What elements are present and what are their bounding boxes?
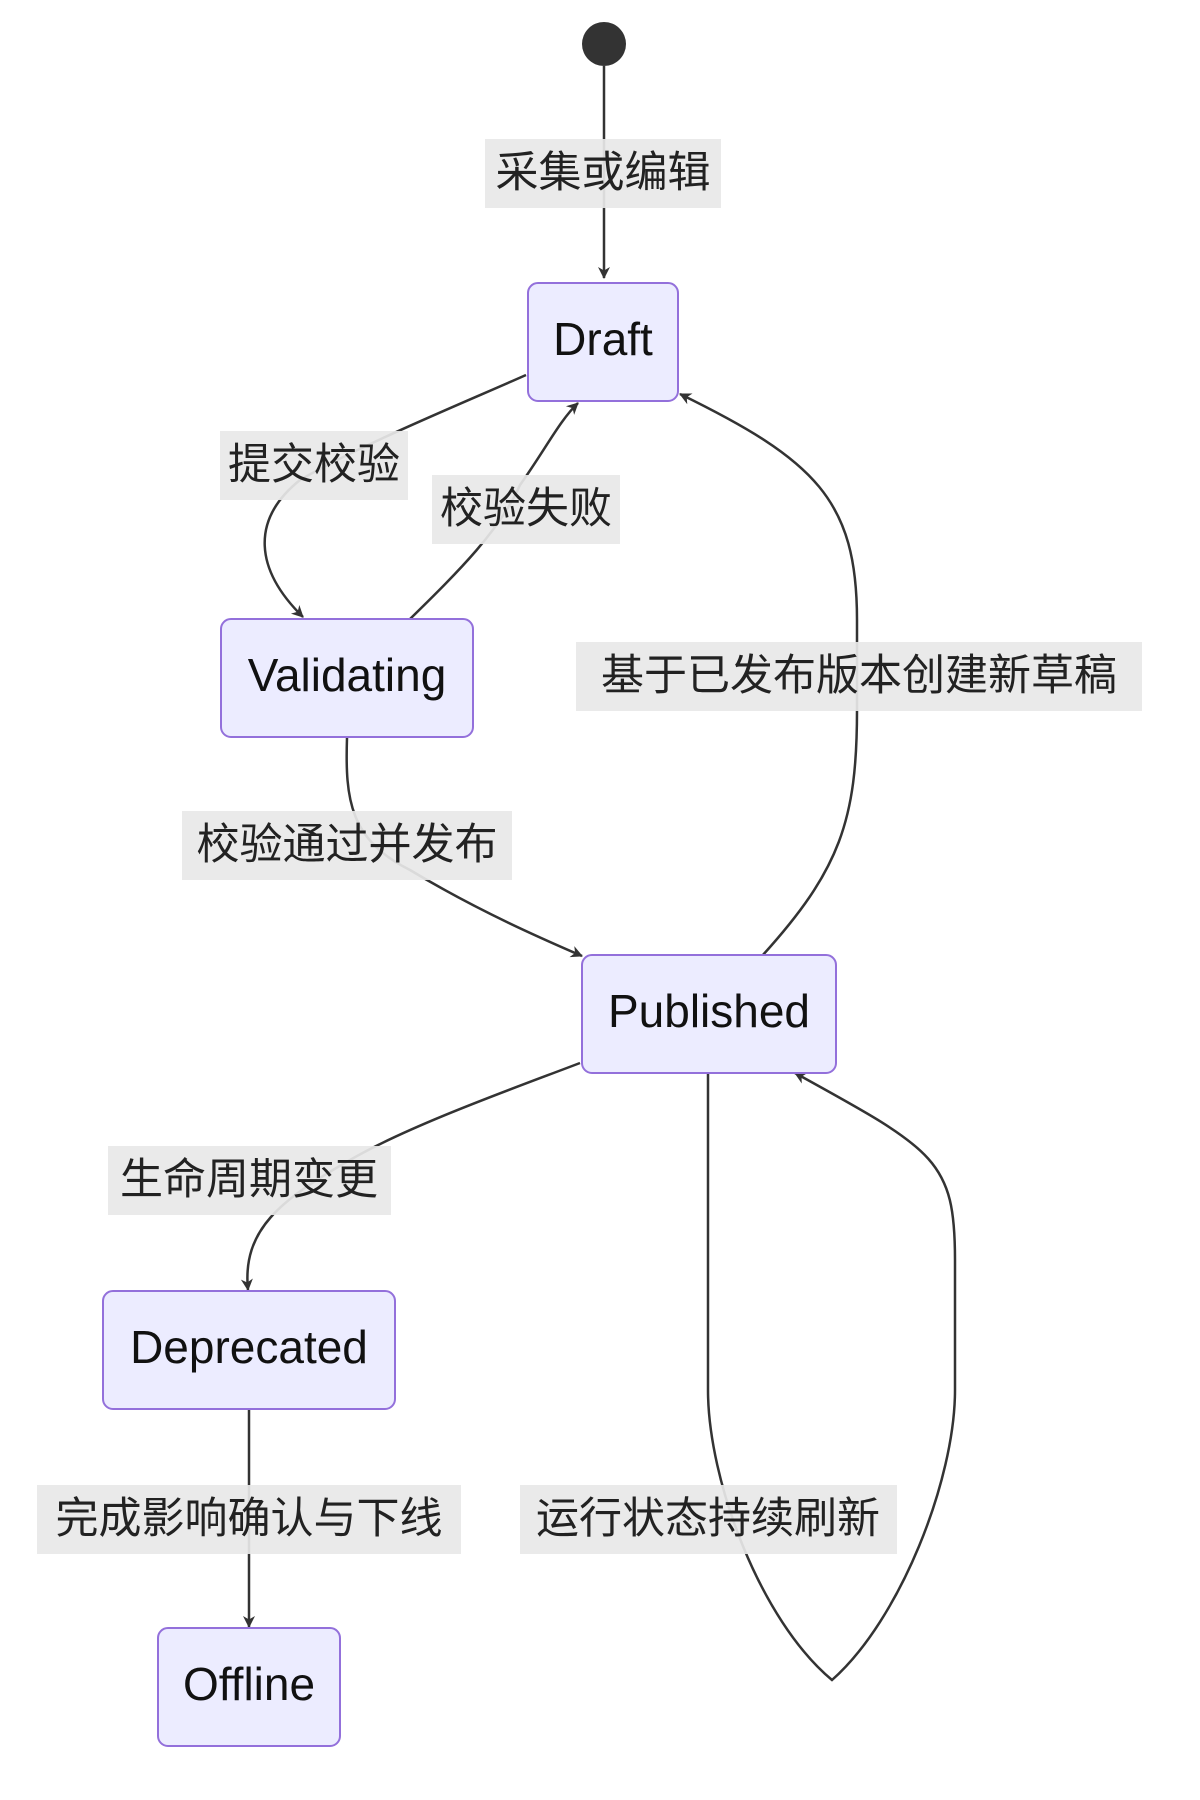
state-draft[interactable]: Draft (527, 282, 679, 402)
svg-text:生命周期变更: 生命周期变更 (120, 1155, 378, 1205)
label-confirm-and-offline: 完成影响确认与下线 (37, 1485, 461, 1554)
state-validating[interactable]: Validating (220, 618, 474, 738)
svg-text:Draft: Draft (553, 313, 653, 365)
svg-text:完成影响确认与下线: 完成影响确认与下线 (56, 1494, 443, 1544)
state-published[interactable]: Published (581, 954, 837, 1074)
state-offline[interactable]: Offline (157, 1627, 341, 1747)
label-collect-or-edit: 采集或编辑 (485, 139, 721, 208)
label-validation-failed: 校验失败 (432, 475, 620, 544)
svg-text:Validating: Validating (248, 649, 447, 701)
svg-text:提交校验: 提交校验 (228, 440, 400, 490)
svg-text:Deprecated: Deprecated (130, 1321, 368, 1373)
svg-text:基于已发布版本创建新草稿: 基于已发布版本创建新草稿 (601, 651, 1117, 701)
svg-text:校验失败: 校验失败 (440, 484, 612, 534)
svg-text:Published: Published (608, 985, 810, 1037)
svg-text:Offline: Offline (183, 1658, 315, 1710)
edge-published-to-draft (679, 392, 859, 957)
label-validation-passed-publish: 校验通过并发布 (182, 811, 512, 880)
label-runtime-refresh: 运行状态持续刷新 (520, 1485, 897, 1554)
svg-text:采集或编辑: 采集或编辑 (496, 148, 711, 198)
svg-text:校验通过并发布: 校验通过并发布 (197, 820, 498, 870)
label-lifecycle-change: 生命周期变更 (108, 1146, 391, 1215)
state-deprecated[interactable]: Deprecated (102, 1290, 396, 1410)
label-submit-validation: 提交校验 (220, 431, 408, 500)
start-state-dot-icon (582, 22, 626, 66)
svg-text:运行状态持续刷新: 运行状态持续刷新 (536, 1494, 880, 1544)
label-new-draft-from-published: 基于已发布版本创建新草稿 (576, 642, 1142, 711)
edge-published-self-loop (706, 1071, 957, 1682)
